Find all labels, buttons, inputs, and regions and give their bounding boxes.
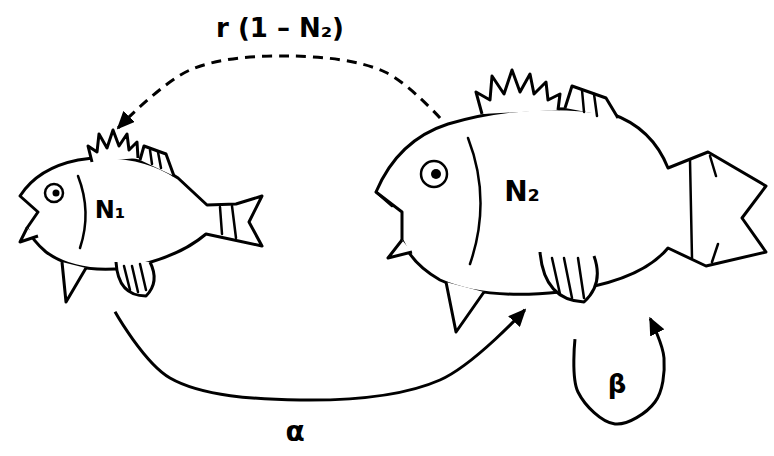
fish-fin	[140, 146, 174, 176]
fish-detail	[468, 138, 481, 264]
fish-detail	[220, 206, 236, 238]
fish-detail	[690, 156, 718, 262]
fish-detail	[552, 258, 584, 298]
fish-detail	[124, 264, 146, 292]
fish-detail	[78, 176, 86, 248]
rate-label: r (1 – N₂)	[212, 13, 348, 44]
fish-body	[20, 157, 262, 269]
fish-node: N₂	[370, 62, 768, 335]
fish-detail	[150, 150, 161, 168]
fish-outline	[370, 62, 768, 335]
fish-fin	[565, 86, 618, 118]
fish-fin	[476, 70, 560, 114]
fish-outline	[12, 125, 267, 310]
fish-fin	[388, 240, 412, 258]
fish-node: N₁	[12, 125, 267, 310]
rate-label: β	[604, 369, 631, 400]
fish-fin	[540, 252, 597, 302]
fish-fin	[88, 130, 138, 162]
fish-fin	[446, 282, 484, 332]
fish-fin	[20, 228, 38, 242]
fish-fin	[116, 262, 154, 296]
fish-eye	[421, 161, 447, 187]
fish-detail	[376, 192, 392, 206]
flow-arrow	[574, 319, 664, 424]
dashed-arrow	[118, 56, 440, 128]
fish-eye	[45, 184, 63, 202]
fish-detail	[582, 90, 597, 116]
fish-pupil	[53, 190, 60, 197]
population-label: N₂	[504, 177, 540, 208]
fish-fin	[62, 262, 86, 302]
population-label: N₁	[95, 197, 126, 223]
fish-pupil	[431, 169, 441, 179]
rate-label: α	[281, 416, 308, 449]
